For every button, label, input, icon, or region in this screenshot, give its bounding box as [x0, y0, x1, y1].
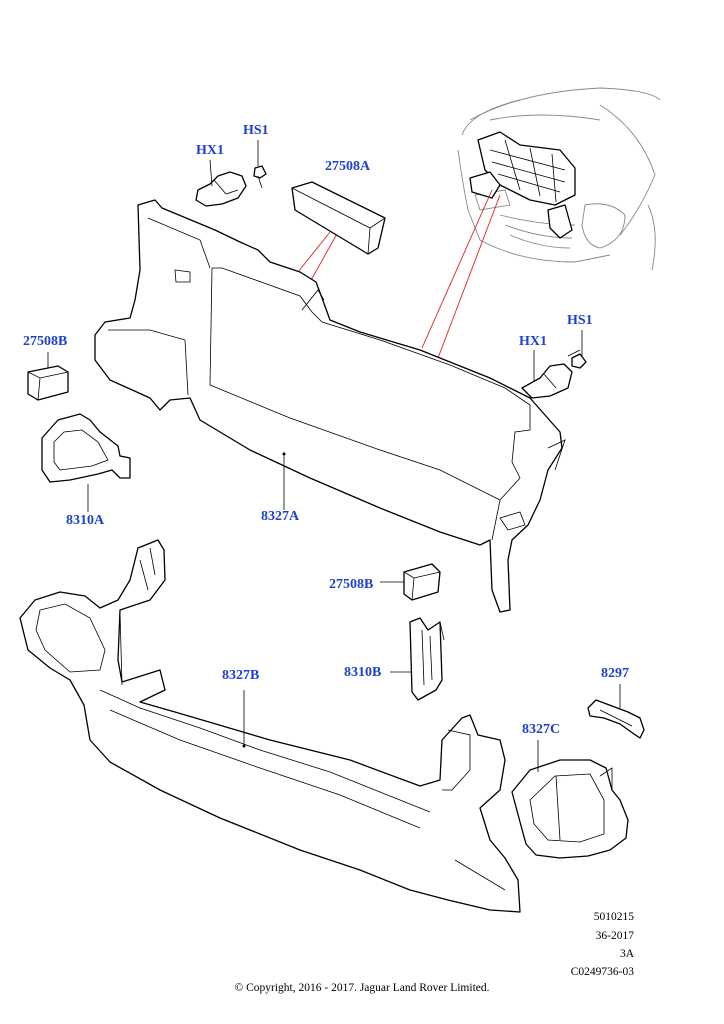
- part-8310a-bracket: [41, 413, 131, 483]
- part-27508b-mid-foam: [403, 563, 441, 601]
- part-8310b-side-seal: [409, 617, 445, 701]
- ref-line-4: C0249736-03: [570, 966, 634, 978]
- callout-8327b[interactable]: 8327B: [222, 668, 260, 683]
- ref-line-2: 36-2017: [595, 930, 634, 942]
- hs1-top-screw: [253, 165, 267, 189]
- callout-8297[interactable]: 8297: [601, 666, 629, 681]
- ref-line-1: 5010215: [593, 911, 634, 923]
- callout-8327c[interactable]: 8327C: [522, 722, 561, 737]
- part-27508a-foam-block: [291, 181, 386, 255]
- ref-line-3: 3A: [619, 948, 634, 960]
- copyright-notice: © Copyright, 2016 - 2017. Jaguar Land Ro…: [234, 982, 490, 994]
- callout-hx1-top[interactable]: HX1: [196, 143, 224, 158]
- part-8327a-frame-seal: [94, 199, 566, 613]
- vehicle-front-inset: [457, 87, 661, 271]
- hx1-right-clip: [521, 363, 573, 399]
- part-8327c-air-guide: [511, 759, 629, 859]
- callout-27508b-left[interactable]: 27508B: [23, 334, 68, 349]
- callout-hs1-top[interactable]: HS1: [243, 123, 269, 138]
- callout-27508a[interactable]: 27508A: [325, 159, 371, 174]
- callout-27508b-mid[interactable]: 27508B: [329, 577, 374, 592]
- callout-8310b[interactable]: 8310B: [344, 665, 382, 680]
- part-8297-bracket: [587, 699, 645, 739]
- callout-hs1-right[interactable]: HS1: [567, 313, 593, 328]
- callout-8327a[interactable]: 8327A: [261, 509, 300, 524]
- hx1-top-clip: [195, 171, 247, 207]
- part-27508b-left-foam: [27, 365, 69, 401]
- hs1-right-screw: [567, 349, 587, 369]
- callout-hx1-right[interactable]: HX1: [519, 334, 547, 349]
- part-8327b-lower-deflector: [19, 539, 521, 913]
- callout-8310a[interactable]: 8310A: [66, 513, 105, 528]
